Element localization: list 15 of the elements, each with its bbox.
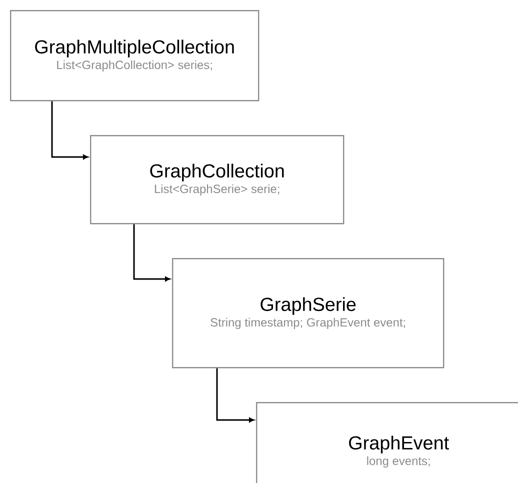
- class-name: GraphSerie: [260, 297, 356, 315]
- class-name: GraphEvent: [349, 436, 449, 454]
- class-box: [172, 258, 444, 368]
- field-text: List<GraphSerie> serie;: [154, 184, 280, 196]
- class-box: [256, 402, 518, 483]
- class-box: [90, 135, 344, 224]
- class-name: GraphMultipleCollection: [35, 40, 234, 58]
- arrow: [216, 368, 254, 422]
- arrow: [133, 224, 170, 282]
- field-text: List<GraphCollection> series;: [57, 60, 212, 72]
- class-box: [10, 10, 260, 102]
- arrow: [51, 101, 88, 160]
- field-text: long events;: [367, 456, 430, 468]
- class-name: GraphCollection: [150, 164, 284, 182]
- field-text: String timestamp; GraphEvent event;: [210, 318, 406, 329]
